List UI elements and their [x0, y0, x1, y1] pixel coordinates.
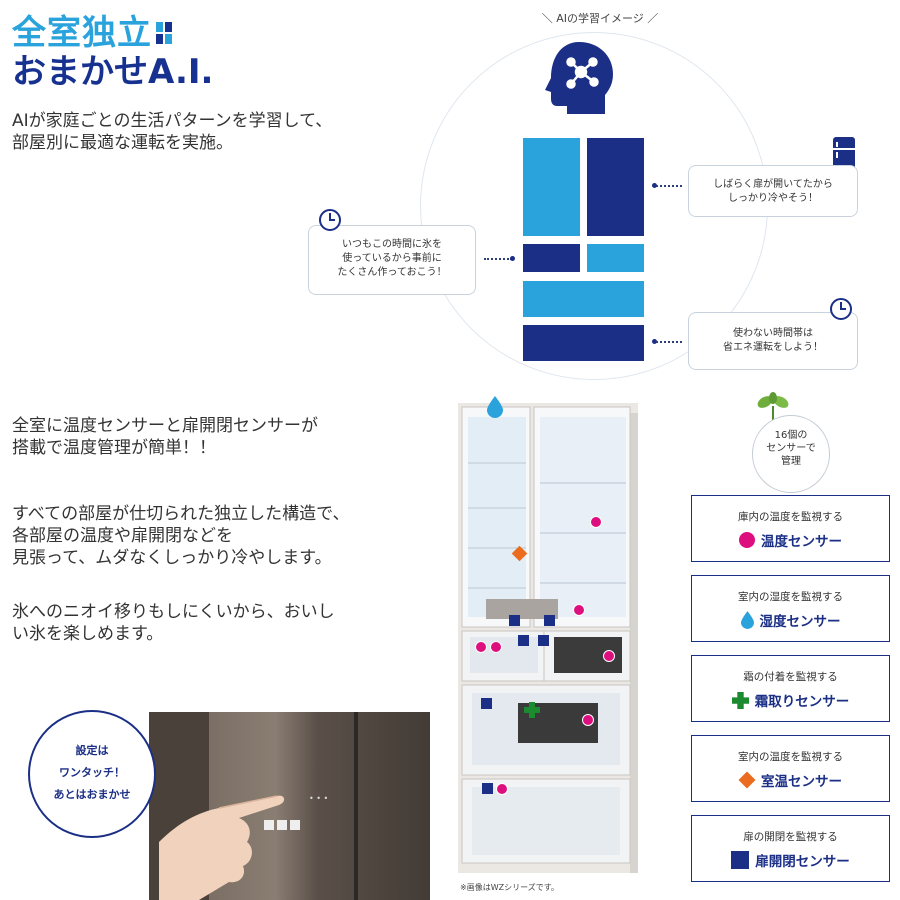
- ice-text: 氷へのニオイ移りもしにくいから、おいし い氷を楽しめます。: [12, 602, 335, 644]
- intro-text: AIが家庭ごとの生活パターンを学習して、 部屋別に最適な運転を実施。: [12, 111, 333, 153]
- connector-ice: [484, 258, 512, 260]
- clock-icon: [319, 209, 341, 231]
- pink-circle-icon: [739, 532, 755, 548]
- sensor-box-temperature: 庫内の温度を監視する 温度センサー: [691, 495, 890, 562]
- water-drop-icon: [487, 396, 503, 418]
- logo-line2: おまかせA.I.: [12, 52, 214, 92]
- sensor-box-defrost: 霜の付着を監視する 霜取りセンサー: [691, 655, 890, 722]
- fridge-icon: [833, 137, 855, 169]
- door-sensor-marker: [544, 615, 555, 626]
- sensor-desc: 室内の温度を監視する: [738, 751, 843, 763]
- water-drop-icon: [740, 611, 754, 629]
- connector-eco: [656, 341, 682, 343]
- orange-diamond-icon: [738, 771, 756, 789]
- block-mid-right: [587, 244, 644, 272]
- hand-icon: [159, 795, 285, 900]
- sensor-box-humidity: 室内の湿度を監視する 湿度センサー: [691, 575, 890, 642]
- connector-dot-ice: [510, 256, 515, 261]
- sensor-desc: 霜の付着を監視する: [743, 671, 838, 683]
- temp-sensor-marker: [573, 604, 585, 616]
- temp-sensor-marker: [590, 516, 602, 528]
- door-sensor-marker: [509, 615, 520, 626]
- green-cross-icon: [524, 702, 540, 718]
- block-lower: [523, 281, 644, 317]
- block-mid-left: [523, 244, 580, 272]
- ai-head-icon: [545, 42, 613, 114]
- leaf-icon: [757, 392, 789, 420]
- sensor-box-room-temp: 室内の温度を監視する 室温センサー: [691, 735, 890, 802]
- connector-dot-door: [652, 183, 657, 188]
- door-sensor-marker: [481, 698, 492, 709]
- temp-sensor-marker: [603, 650, 615, 662]
- logo-mark-icon: [156, 22, 172, 44]
- structure-text: すべての部屋が仕切られた独立した構造で、 各部屋の温度や扉開閉などを 見張って、…: [12, 504, 350, 568]
- sensor-desc: 庫内の温度を監視する: [738, 511, 843, 523]
- block-right-top: [587, 138, 644, 236]
- temp-sensor-marker: [582, 714, 594, 726]
- navy-square-icon: [731, 851, 750, 869]
- sensor-name: 室温センサー: [761, 774, 842, 790]
- connector-dot-eco: [652, 339, 657, 344]
- door-sensor-marker: [538, 635, 549, 646]
- connector-door: [656, 185, 682, 187]
- logo-line1: 全室独立: [12, 13, 152, 53]
- door-sensor-marker: [482, 783, 493, 794]
- sensor-desc: 室内の湿度を監視する: [738, 591, 843, 603]
- temp-sensor-marker: [490, 641, 502, 653]
- logo: 全室独立 おまかせA.I.: [12, 14, 213, 92]
- block-left-top: [523, 138, 580, 236]
- bubble-eco: 使わない時間帯は 省エネ運転をしよう！: [688, 312, 858, 370]
- sensor-count-badge: 16個の センサーで 管理: [752, 415, 830, 493]
- block-bottom: [523, 325, 644, 361]
- temp-sensor-marker: [475, 641, 487, 653]
- door-sensor-marker: [518, 635, 529, 646]
- sensor-name: 温度センサー: [761, 534, 842, 550]
- bubble-ice: いつもこの時間に氷を 使っているから事前に たくさん作っておこう！: [308, 225, 476, 295]
- temp-sensor-marker: [496, 783, 508, 795]
- ai-caption: ＼ AIの学習イメージ ／: [541, 12, 659, 25]
- bubble-door: しばらく扉が開いてたから しっかり冷やそう！: [688, 165, 858, 217]
- sensor-name: 湿度センサー: [759, 614, 841, 630]
- sensor-name: 霜取りセンサー: [754, 694, 850, 710]
- one-touch-badge: 設定は ワンタッチ！ あとはおまかせ: [28, 710, 156, 838]
- control-panel-photo: • • •: [149, 712, 430, 900]
- clock-icon: [830, 298, 852, 320]
- sensor-name: 扉開閉センサー: [755, 854, 850, 870]
- fridge-note: ※画像はWZシリーズです。: [460, 883, 559, 892]
- sensor-desc: 扉の開閉を監視する: [743, 831, 838, 843]
- sensor-box-door: 扉の開閉を監視する 扉開閉センサー: [691, 815, 890, 882]
- sensor-text: 全室に温度センサーと扉開閉センサーが 搭載で温度管理が簡単！！: [12, 416, 318, 458]
- green-cross-icon: [731, 691, 749, 709]
